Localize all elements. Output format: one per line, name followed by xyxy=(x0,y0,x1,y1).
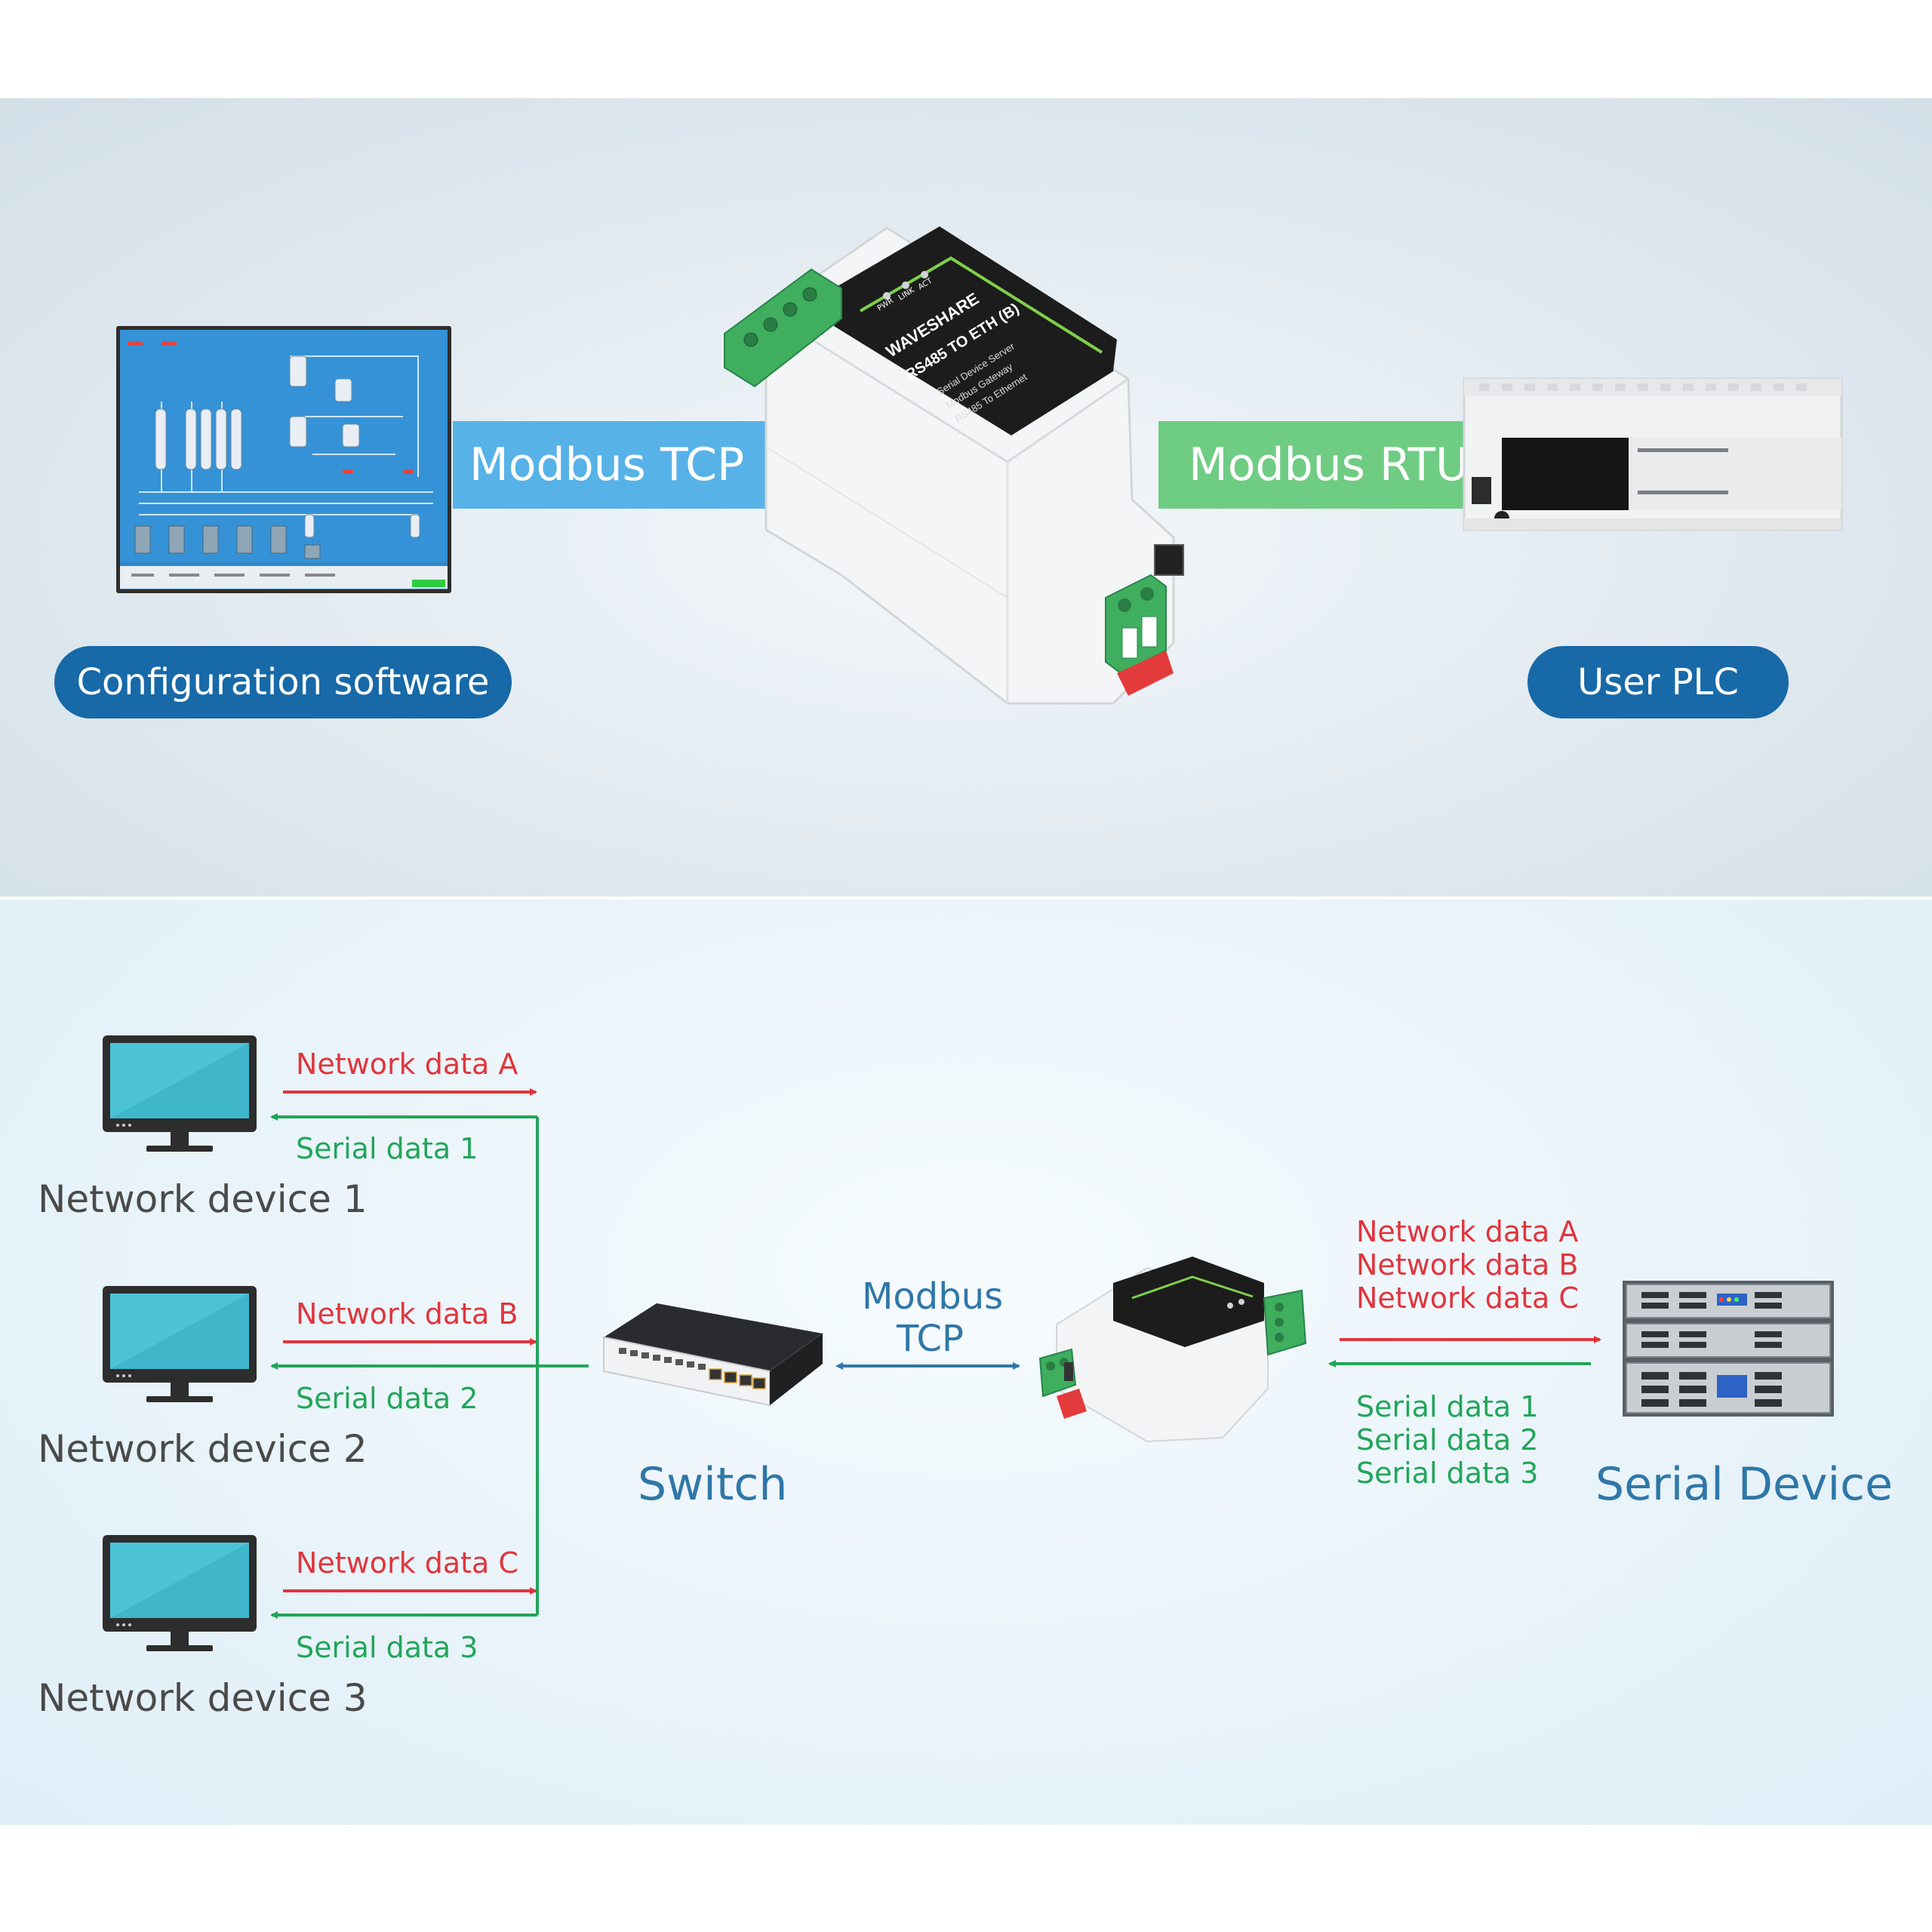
right-serial-label-2: Serial data 2 xyxy=(1356,1423,1539,1457)
user-plc-badge: User PLC xyxy=(1527,646,1789,718)
monitor-icon-2 xyxy=(103,1286,257,1402)
configuration-software-badge: Configuration software xyxy=(54,646,512,718)
network-device-2-label: Network device 2 xyxy=(38,1427,368,1471)
right-serial-label-1: Serial data 1 xyxy=(1356,1390,1539,1423)
modbus-label-line1: Modbus xyxy=(862,1275,1004,1318)
modbus-rtu-label: Modbus RTU xyxy=(1189,438,1469,491)
net-label-2: Network data B xyxy=(296,1297,518,1331)
serial-label-2: Serial data 2 xyxy=(296,1382,478,1415)
right-serial-label-3: Serial data 3 xyxy=(1356,1457,1539,1490)
modbus-tcp-ribbon: Modbus TCP xyxy=(453,421,800,509)
modbus-tcp-label: Modbus TCP xyxy=(469,438,745,491)
gateway-device-small-image xyxy=(1038,1257,1307,1443)
net-label-3: Network data C xyxy=(296,1546,518,1580)
server-rack-image xyxy=(1623,1281,1834,1417)
scada-screen-image xyxy=(116,326,451,593)
serial-device-label: Serial Device xyxy=(1595,1458,1894,1511)
monitor-icon-3 xyxy=(103,1535,257,1651)
right-net-label-b: Network data B xyxy=(1356,1248,1579,1281)
net-label-1: Network data A xyxy=(296,1048,518,1081)
configuration-software-label: Configuration software xyxy=(76,661,490,703)
plc-image xyxy=(1463,377,1843,531)
modbus-label-line2: TCP xyxy=(897,1318,964,1360)
serial-label-1: Serial data 1 xyxy=(296,1132,478,1165)
network-device-3-label: Network device 3 xyxy=(38,1676,368,1720)
right-net-label-c: Network data C xyxy=(1356,1281,1579,1315)
switch-label: Switch xyxy=(638,1458,788,1511)
user-plc-label: User PLC xyxy=(1577,661,1739,703)
serial-label-3: Serial data 3 xyxy=(296,1631,478,1664)
switch-image xyxy=(603,1303,823,1407)
monitor-icon-1 xyxy=(103,1035,257,1152)
gateway-device-image: WAVESHARE RS485 TO ETH (B) Serial Device… xyxy=(724,226,1184,705)
right-net-label-a: Network data A xyxy=(1356,1215,1579,1248)
network-device-1-label: Network device 1 xyxy=(38,1177,368,1221)
